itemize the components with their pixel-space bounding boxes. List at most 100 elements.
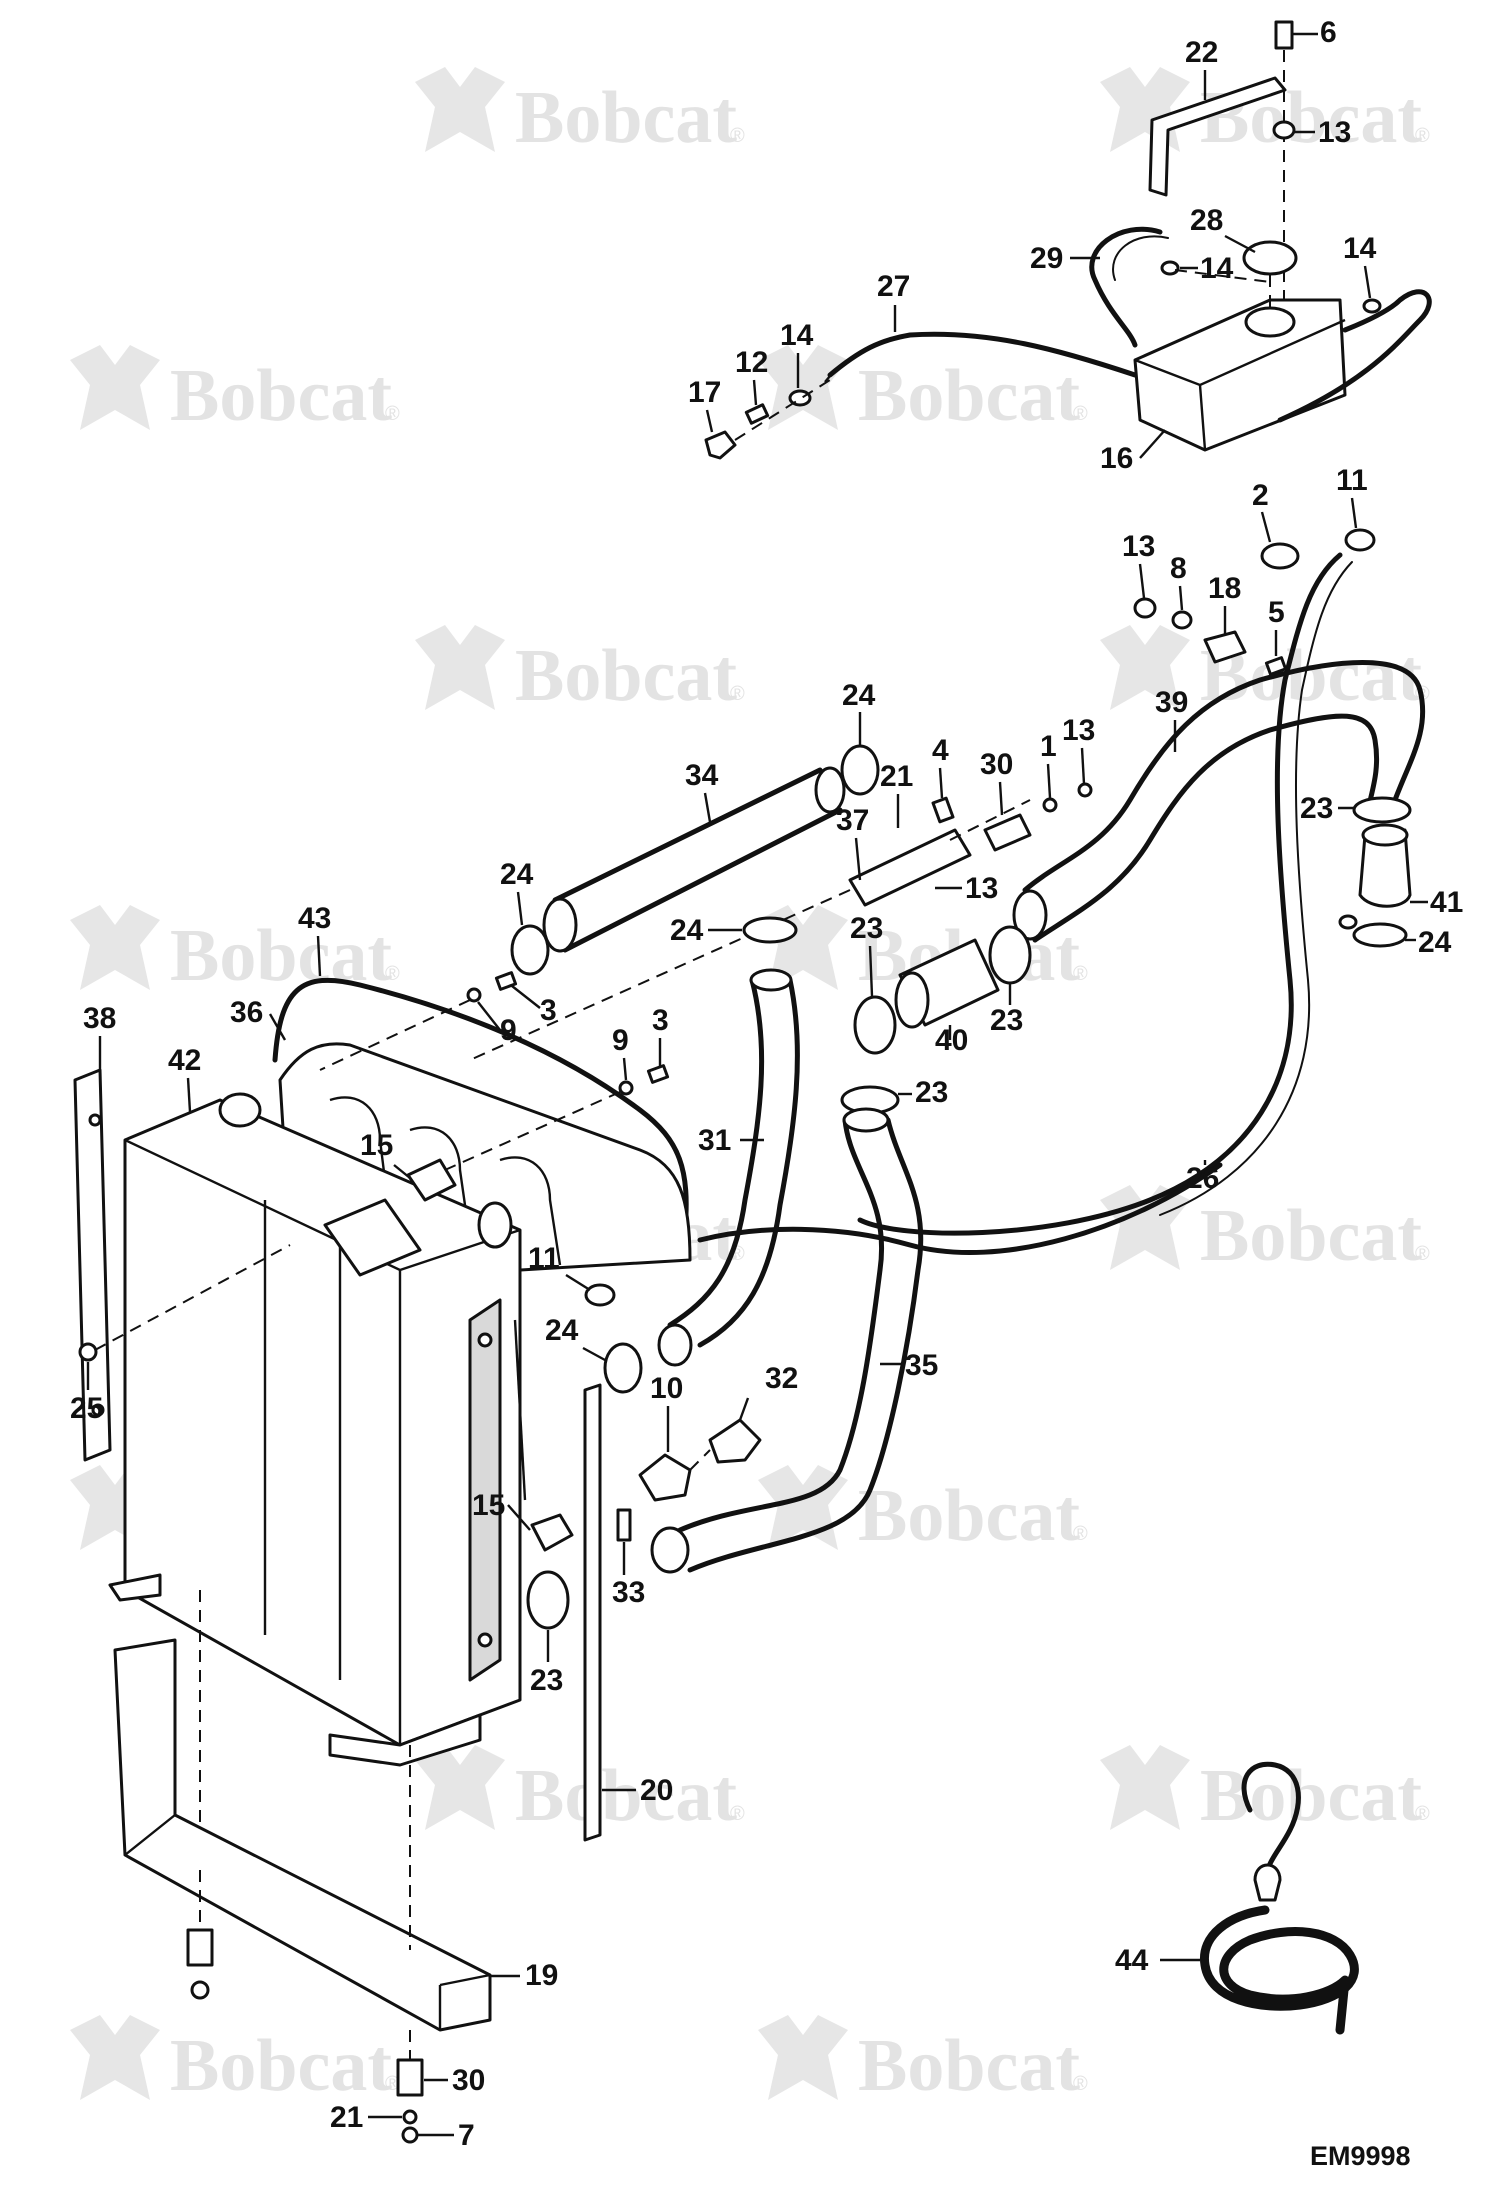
clamp-24-center [742,916,798,944]
tank-neck [1244,306,1296,338]
watermark: Bobcat ® [1100,1185,1430,1277]
hose-26 [697,1162,1223,1256]
watermark: Bobcat ® [1100,1745,1430,1837]
clamp-24-tab [1338,914,1358,930]
svg-text:Bobcat: Bobcat [858,1475,1080,1557]
callout-2: 2 [1252,479,1269,512]
callout-39: 39 [1155,686,1188,719]
callout-37: 37 [836,804,869,837]
callout-23: 23 [915,1076,948,1109]
svg-text:Bobcat: Bobcat [170,2025,392,2107]
hose-35-top [842,1107,890,1133]
bolt-6 [1274,20,1294,50]
callout-32: 32 [765,1362,798,1395]
mount-30-lower [396,2058,424,2097]
callout-42: 42 [168,1044,201,1077]
nut-13-mid [1133,597,1157,619]
bypass-hose [857,552,1343,1236]
callout-1: 1 [1040,730,1057,763]
drain-coil [1199,1905,1359,2035]
hose-35-bottom [650,1526,690,1574]
clip-33 [616,1508,632,1542]
svg-text:®: ® [385,963,400,985]
callout-23: 23 [1300,792,1333,825]
clamp-23-right [1352,796,1412,824]
svg-text:®: ® [1073,1523,1088,1545]
clamp-24-right [1352,922,1408,948]
radiator-42 [73,1068,632,1767]
callout-36: 36 [230,996,263,1029]
bolt-3-b [646,1064,670,1084]
tank-vent-hose [1277,289,1432,423]
spacer-30-top [983,813,1032,852]
overflow-tank-16 [1133,298,1347,452]
radiator-inlet [218,1092,262,1128]
hose-35 [677,1117,884,1533]
overflow-tank-assembly [704,20,1432,460]
hose-31-top [749,968,793,992]
callout-27: 27 [877,270,910,303]
hose-34-end [542,897,578,953]
watermark: Bobcat ® [415,1745,745,1837]
fitting-18 [1203,630,1247,664]
callout-28: 28 [1190,204,1223,237]
svg-text:®: ® [730,1803,745,1825]
callout-26: 26 [1186,1162,1219,1195]
callout-23: 23 [990,1004,1023,1037]
bar-43 [272,977,689,1233]
callout-40: 40 [935,1024,968,1057]
washer-8 [1171,610,1193,630]
watermark: Bobcat ® [415,625,745,717]
svg-text:®: ® [385,403,400,425]
bolt-4 [931,796,955,824]
callout-13: 13 [1318,116,1351,149]
callout-14: 14 [1343,232,1377,265]
callout-17: 17 [688,376,721,409]
coupler-41 [1358,828,1412,908]
clamp-23-c [988,925,1032,985]
svg-text:®: ® [1073,963,1088,985]
washer-21 [402,2109,418,2125]
nut-13-c [1077,782,1093,798]
callout-30: 30 [980,748,1013,781]
callout-14: 14 [1200,252,1234,285]
bolt-3-a [494,971,518,991]
washer-1 [1042,797,1058,813]
clamp-2 [1260,542,1300,570]
clamp-24-b [510,924,550,976]
svg-text:Bobcat: Bobcat [515,77,737,159]
callout-24: 24 [545,1314,579,1347]
washer-9-b [618,1080,634,1096]
callout-23: 23 [850,912,883,945]
callout-9: 9 [500,1014,517,1047]
callout-21: 21 [330,2101,363,2134]
svg-text:Bobcat: Bobcat [858,355,1080,437]
bolt-5 [1264,656,1288,676]
svg-text:Bobcat: Bobcat [1200,1195,1422,1277]
hose-27 [827,331,1138,378]
radiator-neck [477,1201,513,1249]
callout-43: 43 [298,902,331,935]
radiator-foot-right [328,1713,482,1767]
callout-11: 11 [528,1242,560,1275]
mount-30-left [186,1928,214,1967]
clamp-24-lower [603,1342,643,1394]
fitting-17 [704,430,737,460]
watermark: Bobcat ® [70,2015,400,2107]
callout-24: 24 [500,858,534,891]
watermark: Bobcat ® [1100,625,1430,717]
upper-hose-assembly [857,528,1426,1236]
callout-18: 18 [1208,572,1241,605]
callout-41: 41 [1430,886,1463,919]
washer-9-a [466,987,482,1003]
callout-15: 15 [360,1129,393,1162]
callout-29: 29 [1030,242,1063,275]
clamp-23-d [853,995,897,1055]
callout-24: 24 [670,914,704,947]
radiator-side-plate [468,1298,502,1682]
callout-35: 35 [905,1349,938,1382]
clamp-11-top [1344,528,1376,552]
callout-16: 16 [1100,442,1133,475]
callout-5: 5 [1268,596,1285,629]
callout-4: 4 [932,734,949,767]
